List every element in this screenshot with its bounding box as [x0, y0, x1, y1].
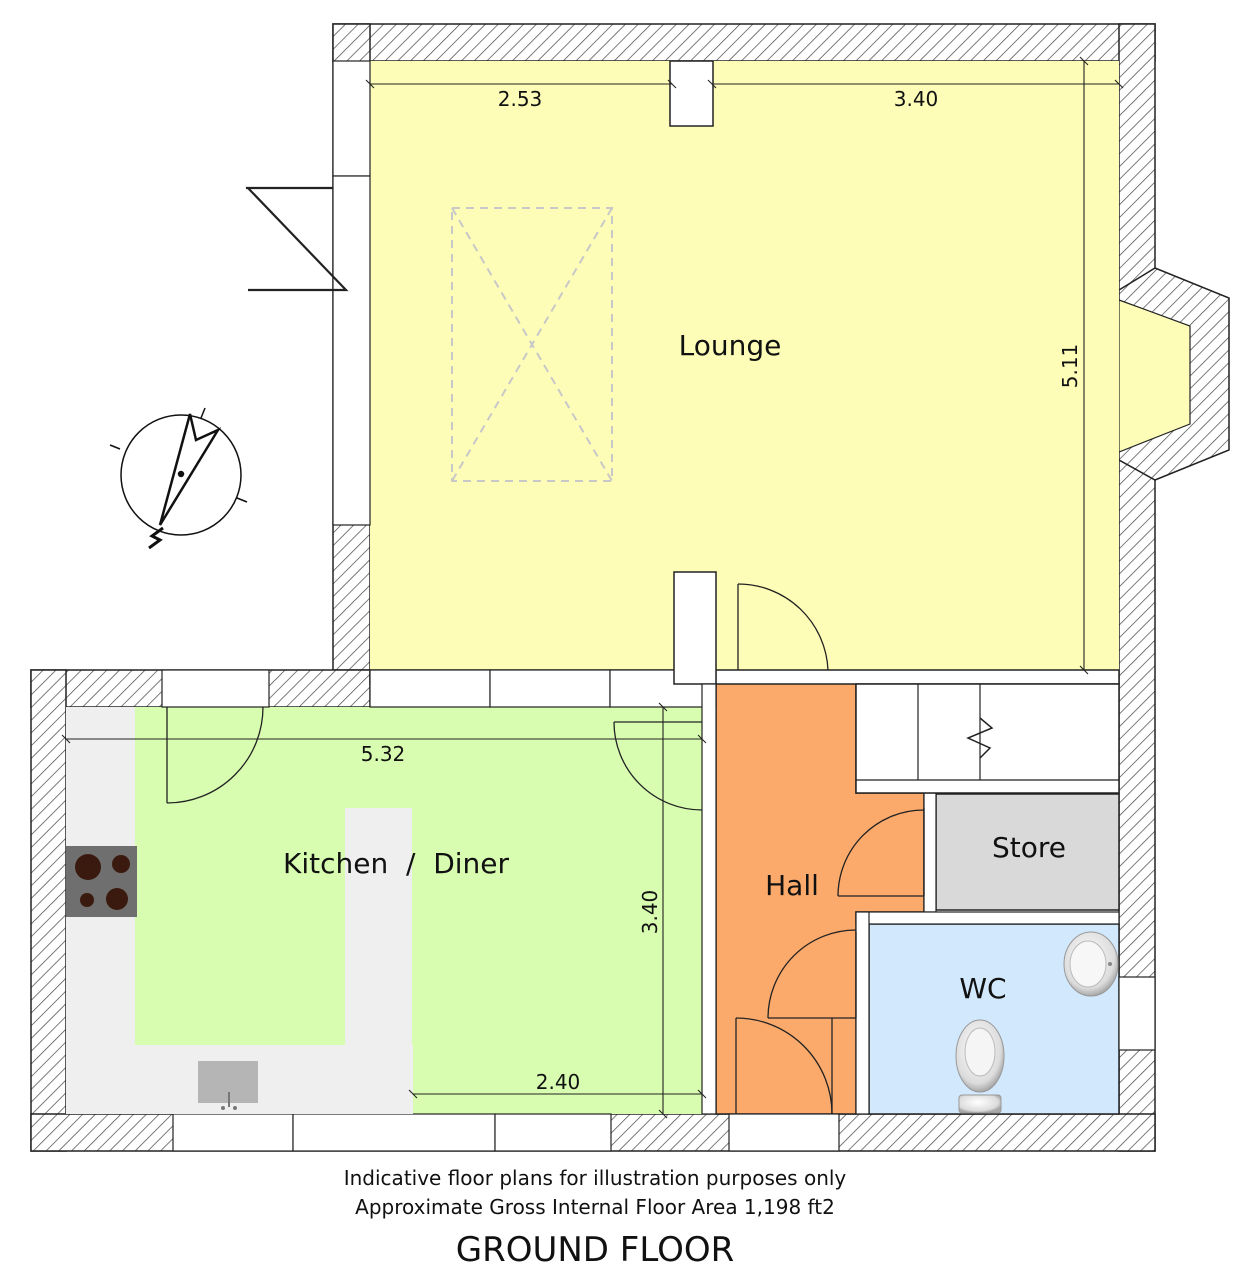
hall-label: Hall	[765, 869, 819, 902]
compass-icon	[109, 407, 248, 550]
lounge-floor	[370, 61, 1119, 670]
skylight	[451, 207, 613, 482]
store-label: Store	[992, 831, 1066, 864]
disclaimer-text: Indicative floor plans for illustration …	[343, 1166, 847, 1190]
wc-label: WC	[959, 972, 1006, 1005]
lounge-label: Lounge	[679, 329, 782, 362]
store-floor	[935, 793, 1120, 911]
windows	[172, 60, 1156, 1152]
hob-icon	[66, 846, 137, 917]
toilet-icon	[955, 1019, 1005, 1114]
sink-icon	[198, 1061, 258, 1110]
dimension-lines	[61, 56, 1124, 1119]
kitchen-label: Kitchen / Diner	[283, 847, 510, 880]
dim-lounge-right: 3.40	[894, 87, 939, 111]
dim-lounge-left: 2.53	[498, 87, 543, 111]
floor-plan: Lounge Kitchen / Diner Hall Store WC 2.5…	[30, 23, 1230, 1152]
basin-icon	[1063, 931, 1119, 997]
dim-kitchen-bottom: 2.40	[536, 1070, 581, 1094]
floor-area-text: Approximate Gross Internal Floor Area 1,…	[355, 1195, 835, 1219]
floor-title: GROUND FLOOR	[455, 1230, 735, 1270]
dim-lounge-height: 5.11	[1058, 344, 1082, 389]
dim-kitchen-height: 3.40	[638, 890, 662, 935]
doors	[166, 186, 925, 1115]
internal-walls	[161, 60, 1120, 1115]
dim-kitchen-width: 5.32	[361, 742, 406, 766]
